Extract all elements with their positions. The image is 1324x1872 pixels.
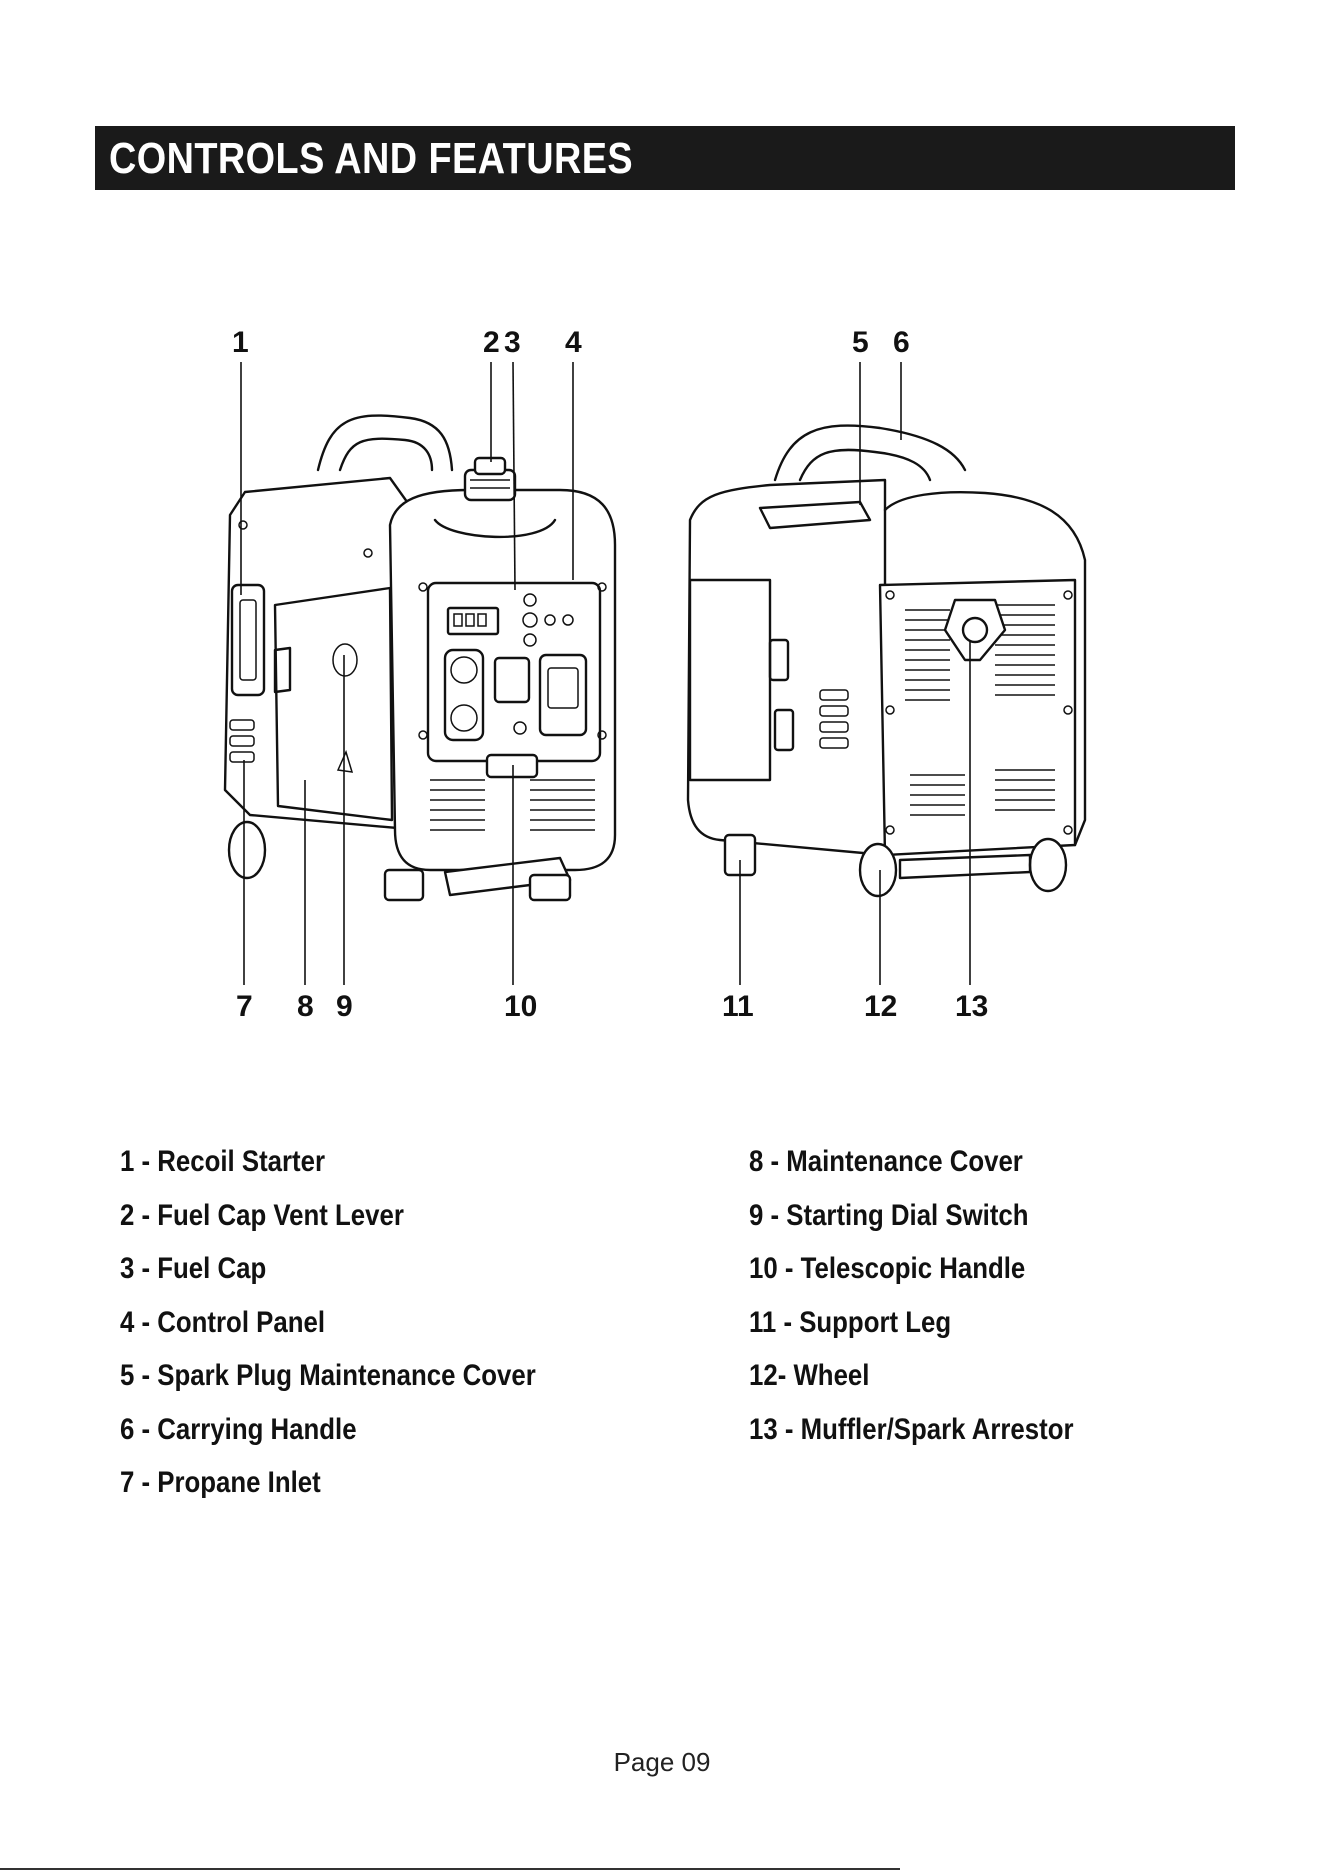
legend-item: 13 - Muffler/Spark Arrestor [749, 1412, 1074, 1446]
bottom-rule [0, 1868, 900, 1870]
legend-item: 2 - Fuel Cap Vent Lever [120, 1198, 404, 1232]
generator-diagram: 1 2 3 4 5 6 7 8 9 10 11 12 13 [223, 326, 1087, 1023]
leader-lines [240, 361, 971, 985]
legend-item: 5 - Spark Plug Maintenance Cover [120, 1359, 536, 1392]
legend-item: 4 - Control Panel [120, 1305, 325, 1339]
legend-item: 3 - Fuel Cap [120, 1252, 267, 1285]
callout-13: 13 [955, 990, 988, 1023]
callout-5: 5 [852, 326, 869, 359]
callout-6: 6 [893, 326, 910, 359]
legend-left-column: 1 - Recoil Starter 2 - Fuel Cap Vent Lev… [120, 1135, 603, 1510]
legend-item: 7 - Propane Inlet [120, 1466, 321, 1499]
legend-item: 9 - Starting Dial Switch [749, 1198, 1029, 1232]
legend-item: 12- Wheel [749, 1359, 870, 1392]
callout-1: 1 [232, 326, 249, 359]
callout-10: 10 [504, 990, 537, 1023]
callout-2: 2 [483, 326, 500, 359]
section-title: CONTROLS AND FEATURES [109, 134, 634, 183]
legend-item: 1 - Recoil Starter [120, 1145, 326, 1178]
callout-9: 9 [336, 990, 353, 1023]
legend-item: 8 - Maintenance Cover [749, 1145, 1023, 1178]
callout-11: 11 [722, 990, 754, 1023]
generator-front-view [223, 414, 617, 902]
callout-8: 8 [297, 990, 314, 1023]
callout-3: 3 [504, 326, 521, 359]
page-number: Page 09 [613, 1747, 711, 1777]
section-title-bar: CONTROLS AND FEATURES [95, 126, 1235, 190]
callout-7: 7 [236, 990, 253, 1023]
generator-rear-view [686, 424, 1087, 898]
callout-4: 4 [565, 326, 582, 359]
legend-right-column: 8 - Maintenance Cover 9 - Starting Dial … [749, 1135, 1126, 1456]
legend-item: 10 - Telescopic Handle [749, 1252, 1026, 1285]
legend-item: 11 - Support Leg [749, 1305, 952, 1339]
legend-item: 6 - Carrying Handle [120, 1412, 357, 1446]
callout-12: 12 [864, 990, 897, 1023]
